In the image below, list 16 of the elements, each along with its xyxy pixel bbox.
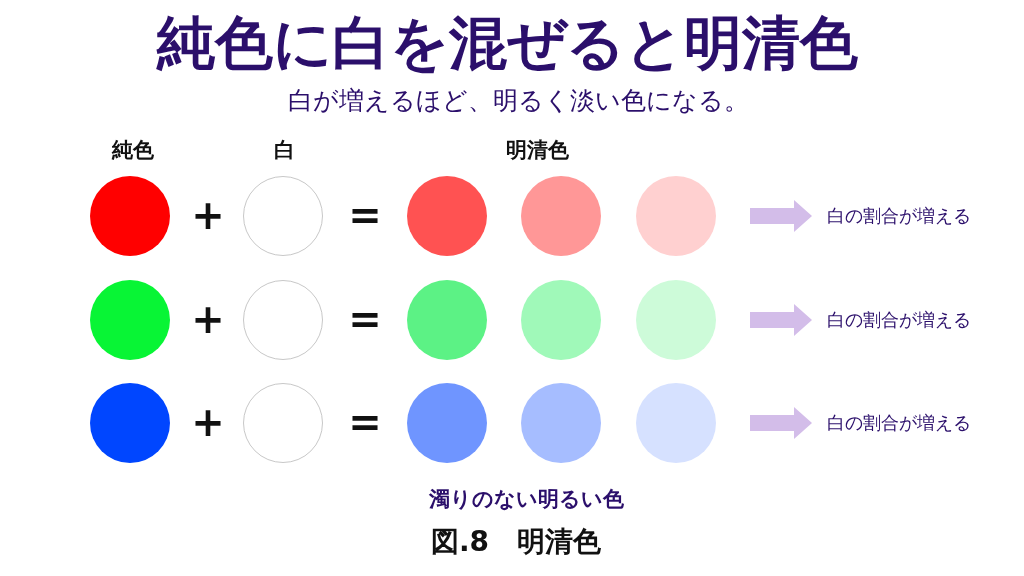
- arrow-caption: 白の割合が増える: [827, 207, 972, 225]
- plus-sign: +: [190, 299, 226, 339]
- equals-sign: =: [347, 299, 383, 339]
- column-heading: 純色: [110, 140, 155, 161]
- equals-sign: =: [347, 195, 383, 235]
- arrow-caption: 白の割合が増える: [827, 311, 972, 329]
- arrow-caption: 白の割合が増える: [827, 414, 972, 432]
- plus-sign: +: [190, 402, 226, 442]
- equals-sign: =: [347, 402, 383, 442]
- column-heading: 白: [272, 140, 296, 161]
- summary-note: 濁りのない明るい色: [427, 489, 625, 510]
- figure-caption: 図.8 明清色: [429, 528, 603, 556]
- column-heading: 明清色: [504, 140, 570, 161]
- title: 純色に白を混ぜると明清色: [155, 14, 859, 72]
- subtitle: 白が増えるほど、明るく淡い色になる。: [286, 88, 750, 113]
- plus-sign: +: [190, 195, 226, 235]
